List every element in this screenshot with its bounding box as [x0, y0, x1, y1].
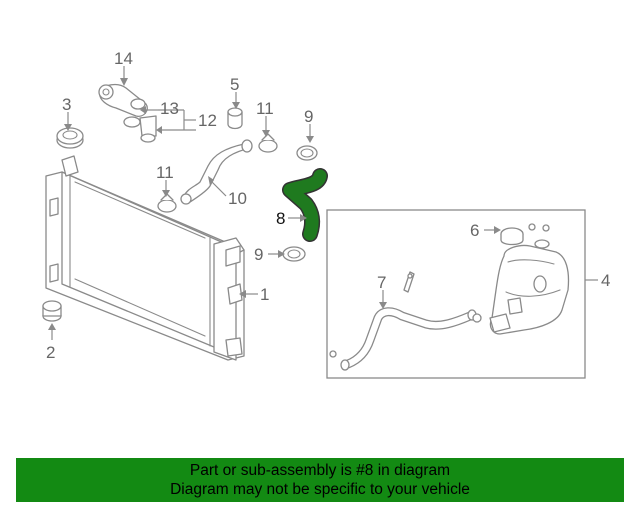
- callout-12: 12: [198, 111, 217, 130]
- overflow-hose: [329, 307, 482, 371]
- callout-11-right: 11: [256, 99, 274, 118]
- lower-mount: [42, 300, 62, 322]
- callout-7: 7: [377, 273, 386, 292]
- callout-11-left: 11: [156, 163, 174, 182]
- callout-13: 13: [160, 99, 179, 118]
- callout-5: 5: [230, 75, 239, 94]
- bracket-clip: [403, 271, 415, 293]
- callout-10: 10: [228, 189, 247, 208]
- coolant-outlet: [227, 107, 243, 130]
- callout-4: 4: [601, 271, 610, 290]
- banner-line-1: Part or sub-assembly is #8 in diagram: [189, 462, 451, 479]
- callout-3: 3: [62, 95, 71, 114]
- coolant-reservoir: [489, 244, 570, 335]
- parts-diagram: 14 3 5 13 12 11 9 11 10 8 9 6 7 4 1 2: [42, 49, 610, 379]
- callout-1: 1: [260, 285, 269, 304]
- thermostat-housing: [98, 83, 148, 117]
- reservoir-cap: [500, 223, 550, 249]
- callout-6: 6: [470, 221, 479, 240]
- callout-9-top: 9: [304, 107, 313, 126]
- callout-2: 2: [46, 343, 55, 362]
- callout-labels: 14 3 5 13 12 11 9 11 10 8 9 6 7 4 1 2: [46, 49, 610, 362]
- radiator: [45, 155, 245, 361]
- highlighted-hose-part-8: [282, 168, 328, 242]
- hose-clamps: [157, 133, 278, 213]
- gasket-and-thermostat: [123, 115, 157, 143]
- leader-lines: [48, 66, 598, 340]
- callout-14: 14: [114, 49, 133, 68]
- callout-8: 8: [276, 209, 285, 228]
- info-banner: Part or sub-assembly is #8 in diagram Di…: [16, 458, 624, 502]
- radiator-cap: [56, 127, 84, 149]
- banner-line-2: Diagram may not be specific to your vehi…: [170, 481, 470, 498]
- upper-hose: [180, 139, 253, 205]
- callout-9-lower: 9: [254, 245, 263, 264]
